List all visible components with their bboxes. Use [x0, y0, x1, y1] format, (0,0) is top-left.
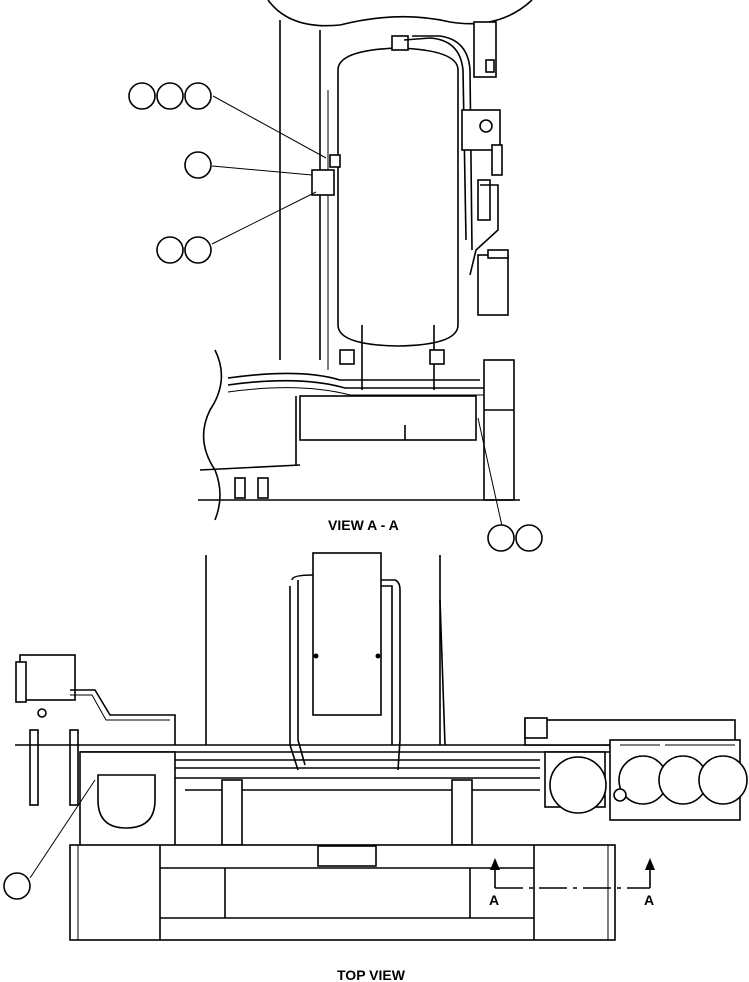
callout-group-3	[156, 236, 212, 264]
section-marker-right: A	[644, 892, 654, 908]
top-view-drawing	[15, 552, 748, 941]
callout-group-5	[3, 872, 31, 900]
view-a-a-title: VIEW A - A	[328, 517, 399, 533]
top-view-title: TOP VIEW	[337, 967, 406, 982]
callout-group-4	[487, 524, 543, 552]
view-a-a-drawing	[198, 0, 533, 527]
callout-group-1	[128, 82, 212, 110]
section-marker-left: A	[489, 892, 499, 908]
callout-group-2	[184, 151, 212, 179]
